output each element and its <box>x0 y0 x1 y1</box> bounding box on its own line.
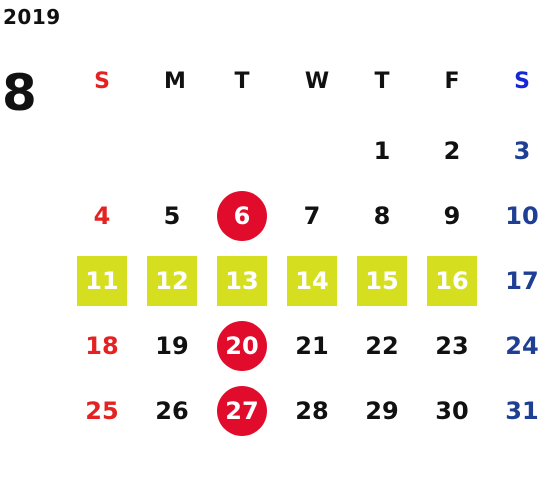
calendar-day: 18 <box>85 332 119 360</box>
weekday-sunday: S <box>94 68 110 94</box>
calendar-day: 10 <box>505 202 539 230</box>
weekday-tuesday: T <box>234 68 250 94</box>
calendar-day: 21 <box>295 332 329 360</box>
calendar-day: 3 <box>513 137 531 165</box>
calendar-month: 8 <box>2 64 37 122</box>
calendar-day: 26 <box>155 397 189 425</box>
calendar-day-circled: 6 <box>217 191 267 241</box>
calendar-day: 9 <box>443 202 461 230</box>
calendar-day: 31 <box>505 397 539 425</box>
calendar-day-highlighted: 14 <box>287 256 337 306</box>
calendar-day: 23 <box>435 332 469 360</box>
calendar-year: 2019 <box>3 5 61 29</box>
calendar-day: 24 <box>505 332 539 360</box>
weekday-wednesday: W <box>304 68 330 94</box>
calendar-day: 30 <box>435 397 469 425</box>
calendar-day-highlighted: 12 <box>147 256 197 306</box>
calendar-day-circled: 20 <box>217 321 267 371</box>
calendar-day: 28 <box>295 397 329 425</box>
weekday-saturday: S <box>514 68 530 94</box>
calendar-day: 8 <box>373 202 391 230</box>
calendar-day: 5 <box>163 202 181 230</box>
calendar-day: 4 <box>93 202 111 230</box>
weekday-monday: M <box>164 68 186 94</box>
calendar-day: 29 <box>365 397 399 425</box>
calendar-day-highlighted: 11 <box>77 256 127 306</box>
calendar-day-highlighted: 16 <box>427 256 477 306</box>
calendar-day-highlighted: 13 <box>217 256 267 306</box>
calendar-day: 25 <box>85 397 119 425</box>
calendar-day: 1 <box>373 137 391 165</box>
calendar-day: 17 <box>505 267 539 295</box>
calendar-day: 19 <box>155 332 189 360</box>
calendar-day-circled: 27 <box>217 386 267 436</box>
calendar-day: 2 <box>443 137 461 165</box>
calendar-day: 22 <box>365 332 399 360</box>
calendar-day: 7 <box>303 202 321 230</box>
calendar-day-highlighted: 15 <box>357 256 407 306</box>
weekday-friday: F <box>444 68 460 94</box>
weekday-thursday: T <box>374 68 390 94</box>
